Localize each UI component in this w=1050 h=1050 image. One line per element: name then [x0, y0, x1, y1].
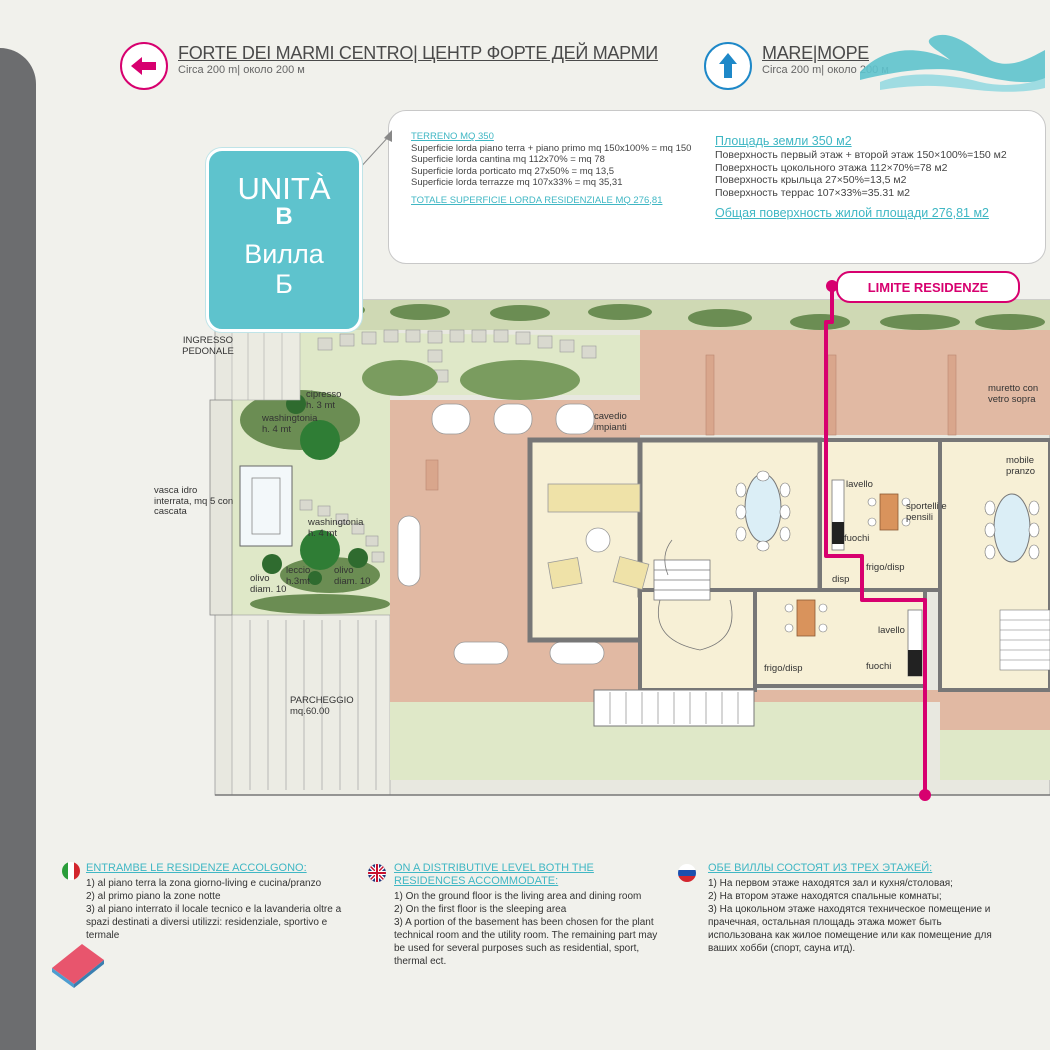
- unit-letter: B: [275, 203, 293, 230]
- label-frigo-1: frigo/disp: [866, 562, 905, 573]
- unit-label-it: UNITÀ: [237, 171, 331, 206]
- unit-letter-ru: Б: [275, 269, 293, 299]
- callout-line: [357, 134, 391, 171]
- hydro-tub: [239, 465, 293, 547]
- info-ru-line: Поверхность террас 107×33%=35.31 м2: [715, 186, 911, 199]
- surface-info-box: TERRENO MQ 350 Superficie lorda piano te…: [388, 110, 1046, 264]
- desc-it-line: 2) al primo piano la zone notte: [86, 891, 221, 902]
- label-vasca: vasca idro interrata, mq 5 con cascata: [154, 485, 234, 517]
- info-it-line: Superficie lorda porticato mq 27x50% = m…: [411, 165, 615, 177]
- label-ingresso: INGRESSO PEDONALE: [182, 335, 234, 357]
- staircase: [653, 539, 733, 651]
- label-sportelli: sportelli e pensili: [906, 501, 947, 523]
- info-ru-line: Поверхность первый этаж + второй этаж 15…: [715, 149, 1007, 161]
- limite-residenze-badge: LIMITE RESIDENZE: [836, 271, 1020, 303]
- sidebar-panel: [0, 48, 36, 1050]
- description-english: ON A DISTRIBUTIVE LEVEL BOTH THE RESIDEN…: [394, 862, 658, 968]
- label-fuochi-2: fuochi: [866, 661, 892, 672]
- desc-en-line: 1) On the ground floor is the living are…: [394, 891, 642, 902]
- desc-en-heading: ON A DISTRIBUTIVE LEVEL BOTH THE RESIDEN…: [394, 862, 594, 887]
- stepping-stones: [299, 329, 597, 563]
- label-fuochi-1: fuochi: [844, 533, 870, 544]
- label-lavello-1: lavello: [846, 479, 873, 490]
- parking-area: [231, 614, 391, 796]
- label-olivo-1: olivo diam. 10: [250, 573, 287, 595]
- desc-it-line: 1) al piano terra la zona giorno-living …: [86, 878, 322, 889]
- desc-en-line: 2) On the first floor is the sleeping ar…: [394, 904, 567, 915]
- label-mobile-pranzo: mobile pranzo: [1006, 455, 1036, 477]
- nav-right-title: MARE|МОРЕ: [762, 43, 869, 63]
- info-it-line: Superficie lorda piano terra + piano pri…: [411, 142, 692, 154]
- sun-loungers: [397, 403, 605, 665]
- description-italian: ENTRAMBE LE RESIDENZE ACCOLGONO: 1) al p…: [86, 862, 356, 942]
- desc-ru-line: 3) На цокольном этаже находятся техничес…: [708, 904, 992, 954]
- info-it-total: TOTALE SUPERFICIE LORDA RESIDENZIALE MQ …: [411, 194, 663, 206]
- uk-flag-icon: [368, 864, 386, 882]
- logo-icon: [52, 944, 104, 988]
- desc-ru-line: 2) На втором этаже находятся спальные ко…: [708, 891, 942, 902]
- italy-flag-icon: [62, 862, 80, 880]
- desc-en-line: 3) A portion of the basement has been ch…: [394, 917, 658, 967]
- info-it-line: Superficie lorda cantina mq 112x70% = mq…: [411, 154, 605, 165]
- info-it-heading: TERRENO MQ 350: [411, 131, 494, 142]
- label-leccio: leccio h.3mt: [286, 565, 311, 587]
- label-cavedio: cavedio impianti: [594, 411, 627, 433]
- label-frigo-2: frigo/disp: [764, 663, 803, 674]
- label-lavello-2: lavello: [878, 625, 905, 636]
- nav-mare[interactable]: MARE|МОРЕ Circa 200 m| около 200 м: [704, 42, 889, 90]
- nav-right-subtitle: Circa 200 m| около 200 м: [762, 64, 889, 76]
- russia-flag-icon: [678, 864, 696, 882]
- nav-left-title: FORTE DEI MARMI CENTRO| ЦЕНТР ФОРТЕ ДЕЙ …: [178, 43, 658, 63]
- desc-it-heading: ENTRAMBE LE RESIDENZE ACCOLGONO:: [86, 862, 307, 874]
- info-ru-line: Поверхность цокольного этажа 112×70%=78 …: [715, 161, 948, 174]
- label-parcheggio: PARCHEGGIO mq.60.00: [290, 695, 354, 717]
- surface-info-italian: TERRENO MQ 350 Superficie lorda piano te…: [411, 131, 711, 206]
- label-olivo-2: olivo diam. 10: [334, 565, 371, 587]
- desc-it-line: 3) al piano interrato il locale tecnico …: [86, 904, 342, 941]
- label-cipresso: cipresso h. 3 mt: [306, 389, 342, 411]
- unit-label-ru: Вилла: [244, 239, 324, 269]
- kitchen-a: [753, 588, 927, 688]
- info-ru-line: Поверхность крыльца 27×50%=13,5 м2: [715, 174, 907, 186]
- floor-plan: [209, 130, 1050, 801]
- nav-left-subtitle: Circa 200 m| около 200 м: [178, 64, 305, 76]
- dining-tables: [735, 470, 1040, 563]
- arrow-left-icon: [120, 42, 168, 90]
- nav-forte-dei-marmi[interactable]: FORTE DEI MARMI CENTRO| ЦЕНТР ФОРТЕ ДЕЙ …: [120, 42, 658, 90]
- sea-waves-icon: [860, 34, 1045, 92]
- info-it-line: Superficie lorda terrazze mq 107x33% = m…: [411, 177, 623, 188]
- label-washingtonia-2: washingtonia h. 4 mt: [308, 517, 364, 539]
- label-muretto: muretto con vetro sopra: [988, 383, 1039, 405]
- label-washingtonia-1: washingtonia h. 4 mt: [262, 413, 318, 435]
- info-ru-total: Общая поверхность жилой площади 276,81 м…: [715, 206, 989, 220]
- label-disp: disp: [832, 574, 850, 585]
- garden-trees: [240, 360, 580, 614]
- description-russian: ОБЕ ВИЛЛЫ СОСТОЯТ ИЗ ТРЕХ ЭТАЖЕЙ: 1) На …: [708, 862, 1000, 955]
- desc-ru-heading: ОБЕ ВИЛЛЫ СОСТОЯТ ИЗ ТРЕХ ЭТАЖЕЙ:: [708, 862, 933, 874]
- unit-card: UNITÀ B Вилла Б: [206, 148, 362, 332]
- hedge-shrubs: [315, 302, 1045, 330]
- arrow-up-icon: [704, 42, 752, 90]
- surface-info-russian: Площадь земли 350 м2 Поверхность первый …: [715, 133, 1035, 220]
- info-ru-heading: Площадь земли 350 м2: [715, 134, 852, 148]
- residence-boundary-line: [824, 286, 927, 795]
- desc-ru-line: 1) На первом этаже находятся зал и кухня…: [708, 878, 953, 889]
